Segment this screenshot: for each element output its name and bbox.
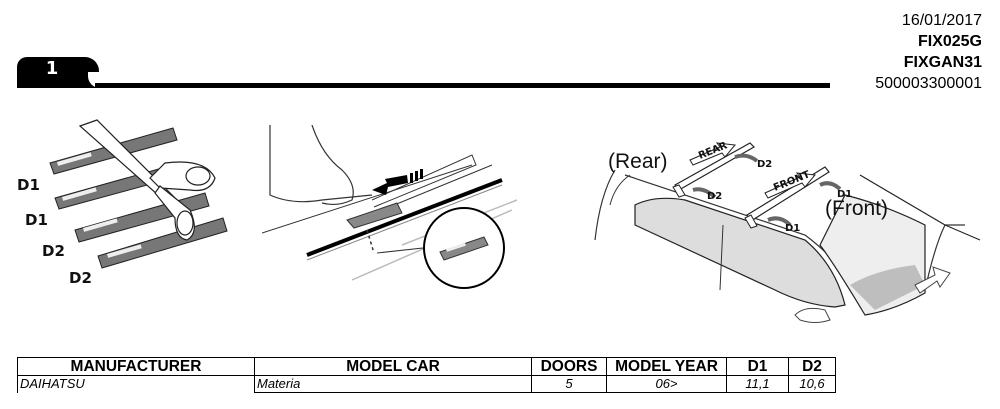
arrow-label: D1 bbox=[785, 223, 800, 234]
push-arrow-icon bbox=[372, 169, 423, 195]
arrow-label: D2 bbox=[757, 159, 772, 170]
vehicle-spec-table: MANUFACTURER MODEL CAR DOORS MODEL YEAR … bbox=[17, 357, 836, 393]
arrow-label: D1 bbox=[837, 189, 852, 200]
cutting-illustration: D1 D1 D2 D2 bbox=[15, 118, 235, 293]
rear-label: (Rear) bbox=[608, 150, 668, 173]
cell-manufacturer: DAIHATSU bbox=[17, 375, 255, 393]
cell-doors: 5 bbox=[531, 375, 607, 393]
scissors-icon bbox=[78, 119, 216, 241]
strip-label: D1 bbox=[17, 176, 40, 194]
table-header-row: MANUFACTURER MODEL CAR DOORS MODEL YEAR … bbox=[17, 357, 836, 376]
document-date: 16/01/2017 bbox=[901, 12, 982, 29]
arrow-label: D2 bbox=[707, 191, 722, 202]
step-rule bbox=[95, 83, 830, 88]
car-illustration: REAR FRONT (Rear) (Front) D2 D2 D1 D1 bbox=[575, 115, 995, 330]
inserting-illustration bbox=[262, 125, 522, 295]
cell-model-year: 06> bbox=[606, 375, 727, 393]
document-meta: 16/01/2017 FIX025G FIXGAN31 500003300001 bbox=[875, 10, 982, 94]
pointer-arrow-icon bbox=[692, 153, 842, 227]
front-label: (Front) bbox=[825, 197, 888, 220]
strip-label: D1 bbox=[25, 211, 48, 229]
cell-d1: 11,1 bbox=[726, 375, 789, 393]
cell-model-car: Materia bbox=[254, 375, 532, 393]
direction-arrow-icon bbox=[914, 266, 951, 294]
column-header-d1: D1 bbox=[726, 357, 789, 376]
column-header-manufacturer: MANUFACTURER bbox=[17, 357, 255, 376]
column-header-model-year: MODEL YEAR bbox=[606, 357, 727, 376]
strip-piece bbox=[346, 202, 403, 229]
cell-d2: 10,6 bbox=[788, 375, 836, 393]
step-tab bbox=[17, 57, 99, 88]
product-code-2: FIXGAN31 bbox=[903, 54, 982, 71]
table-row: DAIHATSU Materia 5 06> 11,1 10,6 bbox=[17, 375, 836, 393]
column-header-model-car: MODEL CAR bbox=[254, 357, 532, 376]
column-header-d2: D2 bbox=[788, 357, 836, 376]
product-code-1: FIX025G bbox=[917, 33, 982, 50]
column-header-doors: DOORS bbox=[531, 357, 607, 376]
step-number: 1 bbox=[45, 58, 59, 79]
magnifier-detail bbox=[423, 207, 505, 289]
strip-label: D2 bbox=[69, 269, 92, 287]
strip-label: D2 bbox=[42, 242, 65, 260]
reference-number: 500003300001 bbox=[875, 75, 982, 92]
